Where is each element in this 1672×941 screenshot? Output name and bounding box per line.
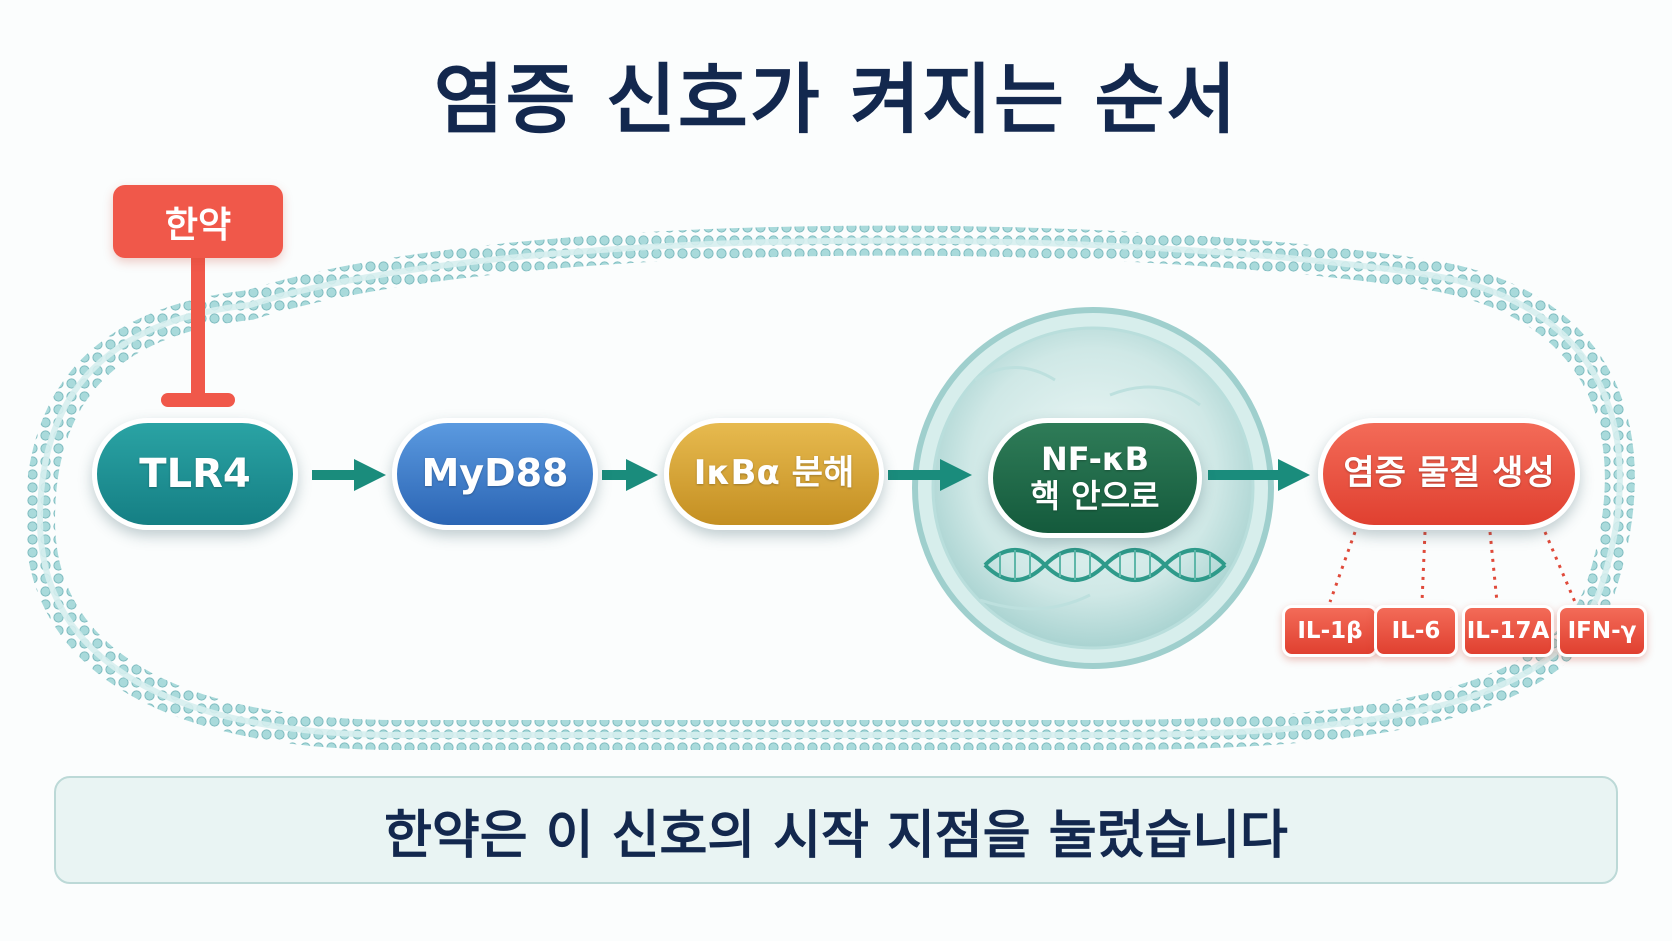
node-ikba-degradation: IκBα 분해 xyxy=(664,418,884,530)
caption-text: 한약은 이 신호의 시작 지점을 눌렀습니다 xyxy=(384,805,1288,866)
node-tlr4: TLR4 xyxy=(92,418,298,530)
caption-banner: 한약은 이 신호의 시작 지점을 눌렀습니다 xyxy=(54,776,1618,884)
cytokine-il6: IL-6 xyxy=(1374,605,1458,657)
node-nfkb-line1: NF-κB xyxy=(1040,440,1150,479)
herbal-medicine-label: 한약 xyxy=(113,185,283,258)
page-title: 염증 신호가 켜지는 순서 xyxy=(433,55,1239,144)
cytokine-il17a: IL-17A xyxy=(1462,605,1554,657)
node-inflammatory-production: 염증 물질 생성 xyxy=(1318,418,1580,530)
cytokine-ifng: IFN-γ xyxy=(1557,605,1647,657)
dna-helix-icon xyxy=(983,548,1227,582)
node-myd88: MyD88 xyxy=(392,418,598,530)
inhibition-bar xyxy=(161,258,235,407)
node-nfkb-nucleus: NF-κB 핵 안으로 xyxy=(988,418,1202,538)
cytokine-connectors xyxy=(1328,531,1577,603)
cell-membrane xyxy=(24,225,1635,750)
cytokine-il1b: IL-1β xyxy=(1282,605,1378,657)
node-nfkb-line2: 핵 안으로 xyxy=(1030,477,1160,515)
